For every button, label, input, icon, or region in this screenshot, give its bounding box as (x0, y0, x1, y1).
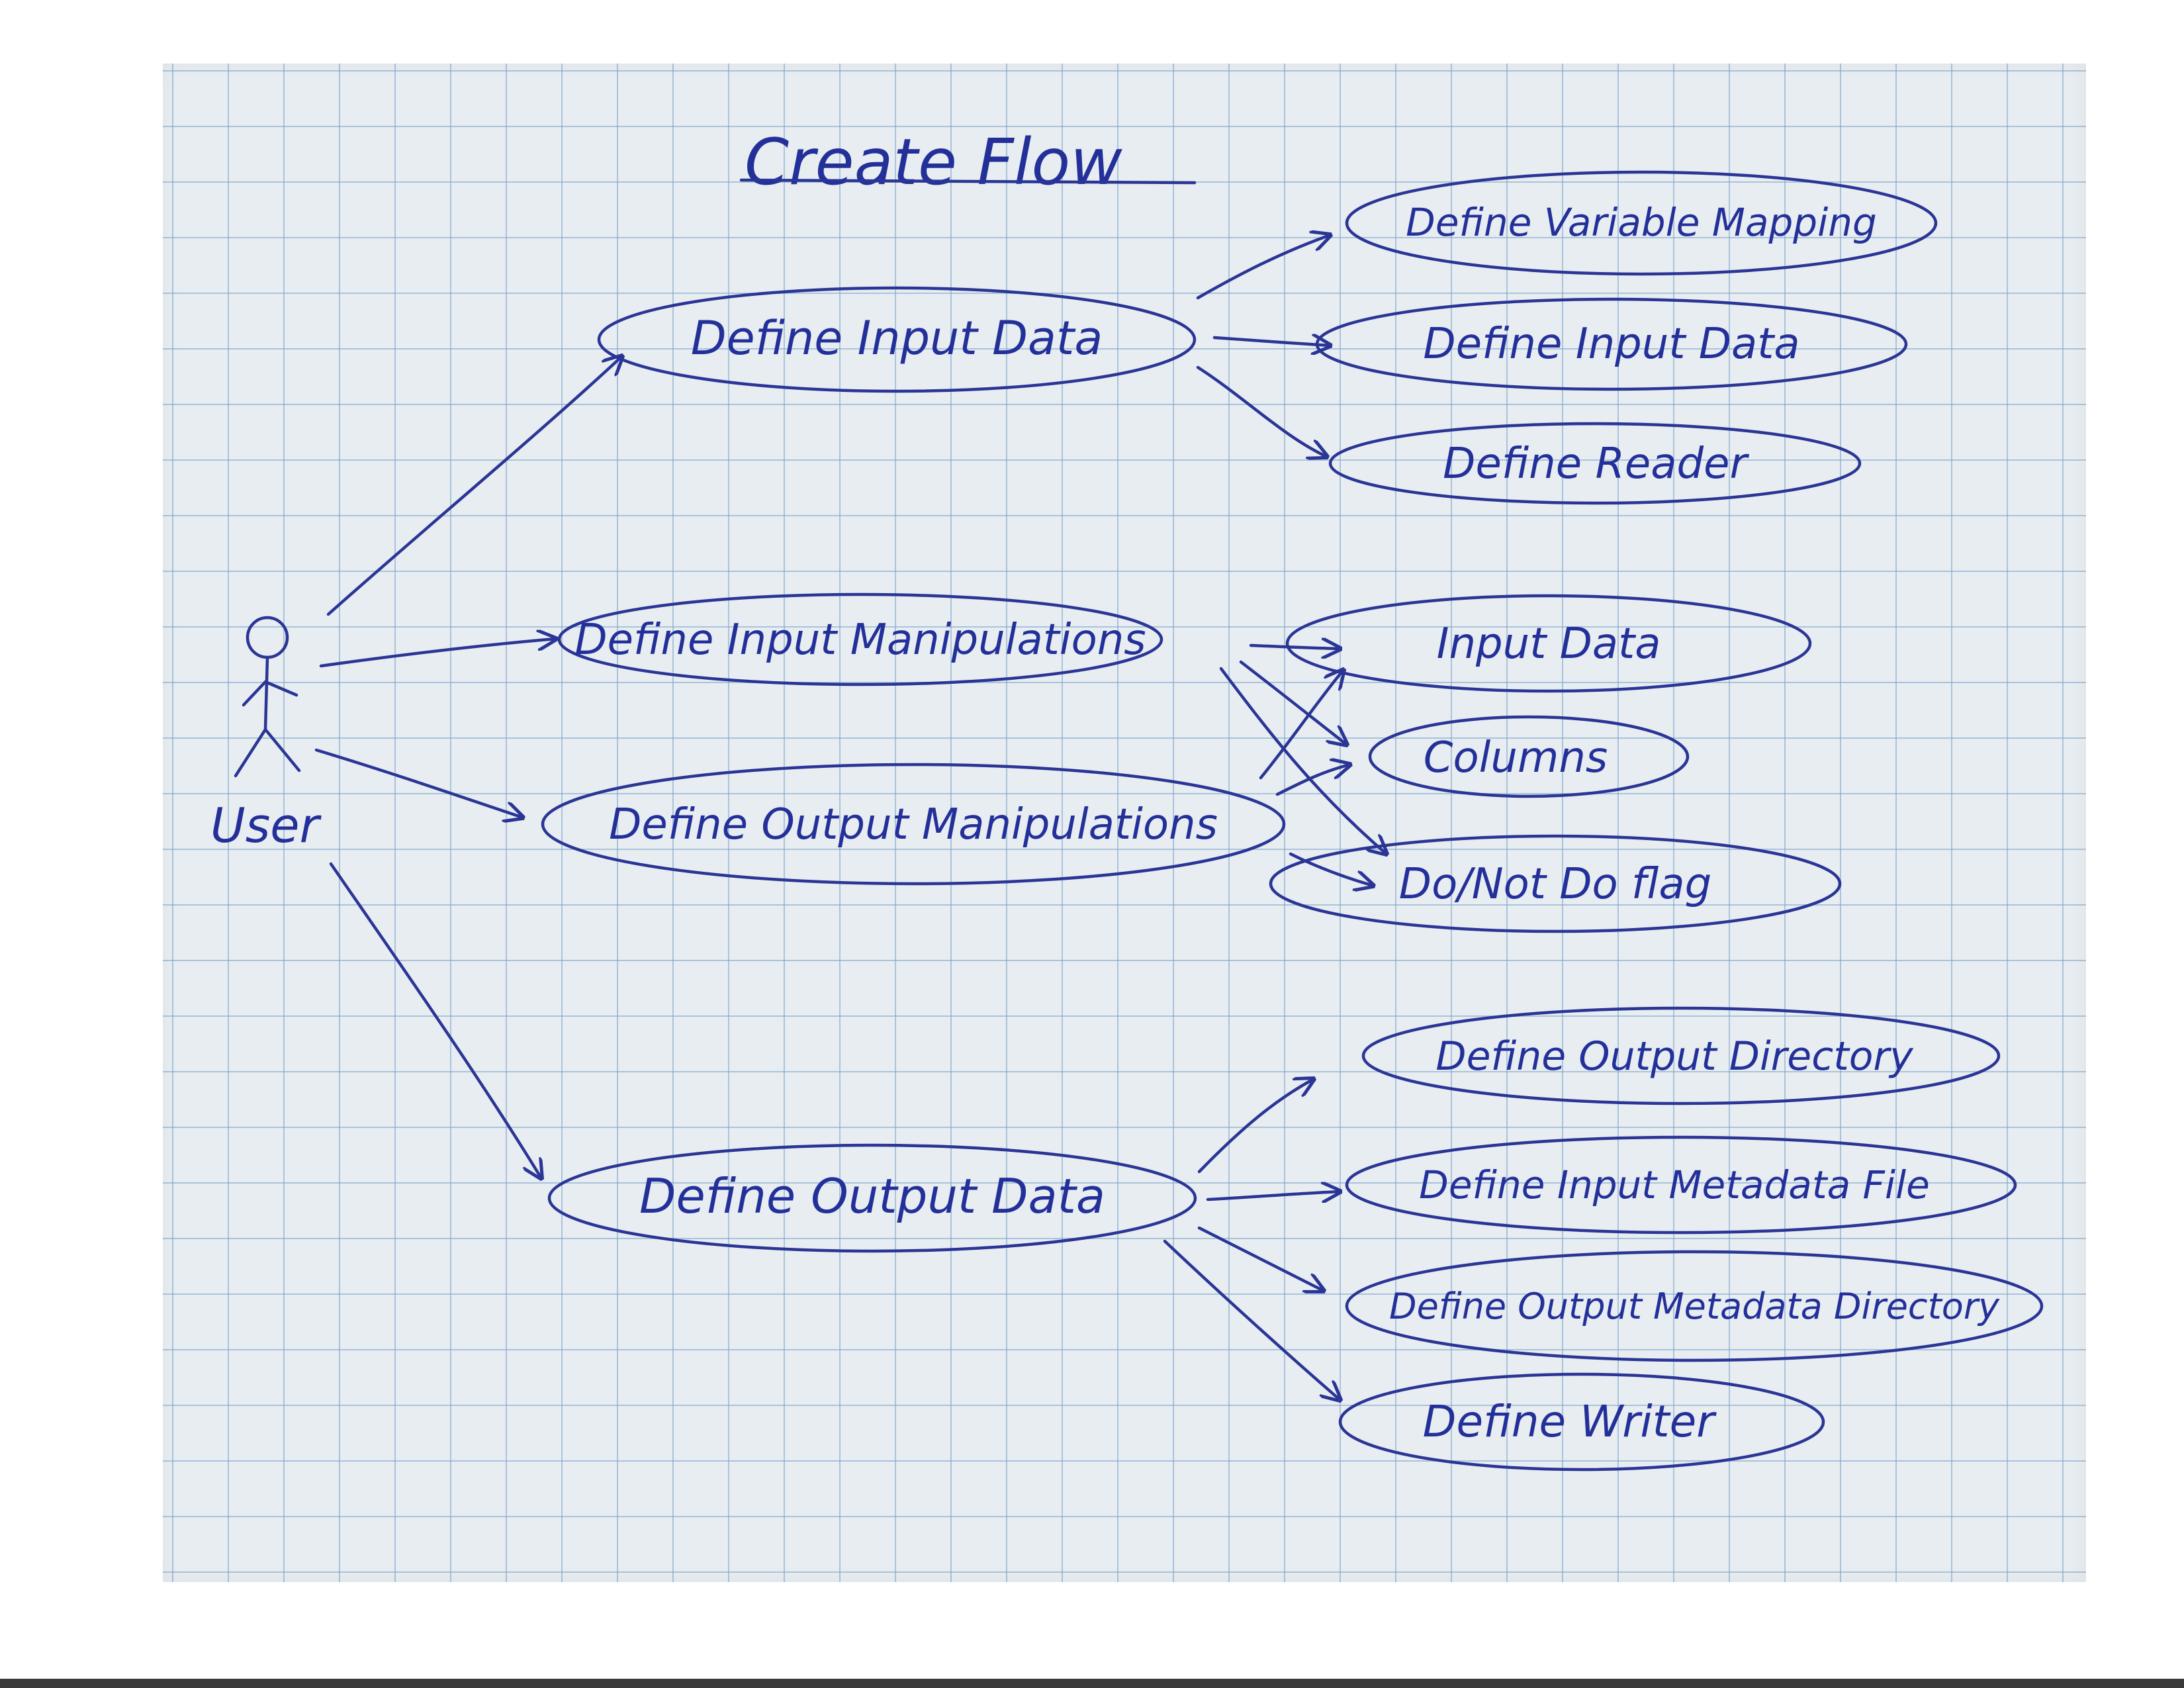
sub-case-label: Do/Not Do flag (1399, 860, 1711, 909)
use-case-define-output-data[interactable]: Define Output Data (547, 1143, 1197, 1253)
sub-case-do-not-do-flag[interactable]: Do/Not Do flag (1269, 834, 1842, 933)
arrow-user-to-define-output-manipulations (314, 748, 523, 818)
use-case-label: Define Input Manipulations (574, 616, 1146, 665)
arrow-manip-to-columns (1239, 660, 1347, 745)
sub-case-label: Define Input Metadata File (1419, 1162, 1930, 1207)
arrow-user-to-define-input-data (326, 356, 622, 616)
use-case-define-output-manipulations[interactable]: Define Output Manipulations (541, 763, 1286, 886)
sub-case-label: Define Variable Mapping (1406, 200, 1877, 245)
sub-case-label: Columns (1424, 733, 1608, 782)
arrow-manip-to-do-not-do-flag (1219, 667, 1387, 854)
graph-paper (163, 64, 2086, 1582)
arrow-manip-to-input-data (1249, 645, 1340, 649)
actor-stick-figure (234, 616, 301, 778)
sub-case-label: Define Output Directory (1435, 1033, 1914, 1080)
sub-case-label: Define Writer (1423, 1396, 1717, 1447)
arrow-to-define-input-data (1212, 338, 1330, 346)
sub-case-define-writer[interactable]: Define Writer (1338, 1372, 1825, 1472)
sub-case-define-input-metadata-file[interactable]: Define Input Metadata File (1345, 1135, 2017, 1235)
arrow-output-manip-to-do-not-do-flag (1289, 852, 1373, 886)
bottom-border (0, 1679, 2184, 1688)
sub-case-label: Define Reader (1443, 440, 1749, 489)
use-case-label: Define Output Manipulations (609, 800, 1218, 849)
arrow-user-to-define-output-data (329, 862, 541, 1178)
sub-case-define-input-data[interactable]: Define Input Data (1315, 297, 1908, 391)
sub-case-input-data[interactable]: Input Data (1285, 594, 1812, 693)
title-underline (739, 178, 1197, 185)
arrow-to-define-output-metadata-directory (1197, 1226, 1324, 1291)
arrow-output-manip-to-columns (1275, 765, 1350, 796)
sub-case-label: Input Data (1437, 620, 1661, 669)
sub-case-define-variable-mapping[interactable]: Define Variable Mapping (1345, 170, 1938, 276)
sub-case-columns[interactable]: Columns (1368, 715, 1690, 798)
sub-case-define-output-directory[interactable]: Define Output Directory (1361, 1006, 2001, 1105)
use-case-label: Define Output Data (639, 1168, 1105, 1224)
sub-case-label: Define Output Metadata Directory (1389, 1286, 2000, 1327)
actor-label: User (210, 798, 322, 853)
arrow-to-define-output-directory (1197, 1079, 1314, 1174)
arrow-to-define-writer (1163, 1239, 1340, 1400)
arrow-to-define-reader (1196, 365, 1327, 457)
arrow-user-to-define-input-manipulations (319, 639, 556, 668)
arrow-to-define-variable-mapping (1196, 235, 1330, 300)
use-case-label: Define Input Data (691, 311, 1103, 365)
arrow-output-manip-to-input-data (1259, 670, 1343, 780)
diagram-title: Create Flow (745, 125, 1122, 199)
arrow-to-define-input-metadata-file (1206, 1192, 1340, 1199)
use-case-define-input-manipulations[interactable]: Define Input Manipulations (557, 592, 1163, 686)
sub-case-define-reader[interactable]: Define Reader (1328, 422, 1862, 505)
sub-case-define-output-metadata-directory[interactable]: Define Output Metadata Directory (1345, 1250, 2044, 1362)
use-case-define-input-data[interactable]: Define Input Data (597, 286, 1197, 393)
sub-case-label: Define Input Data (1423, 320, 1799, 369)
